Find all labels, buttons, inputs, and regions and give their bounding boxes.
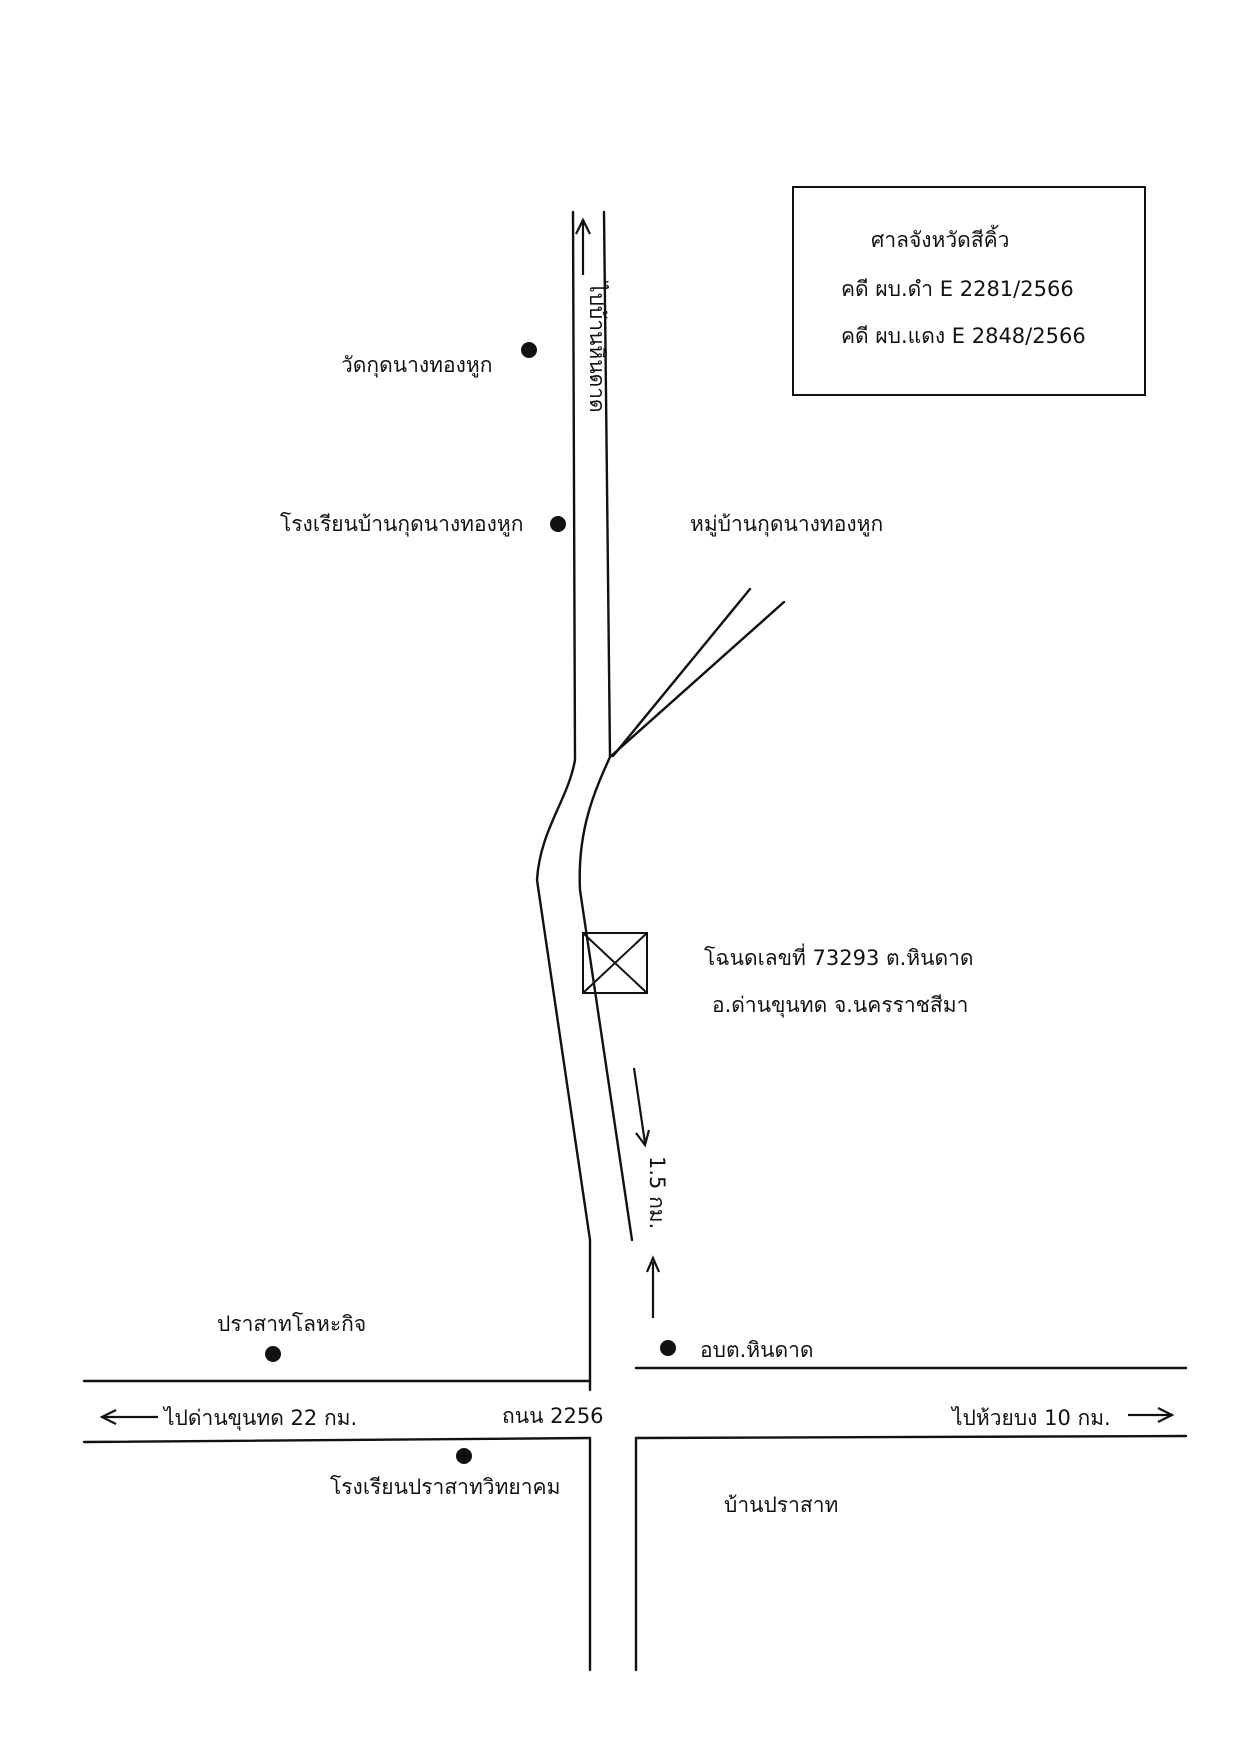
court-title: ศาลจังหวัดสีคิ้ว — [871, 225, 1009, 252]
north-direction: ไปบ้านหินดาด — [575, 217, 609, 413]
ban-prasat-label: บ้านปราสาท — [724, 1493, 838, 1517]
highway-number-label: ถนน 2256 — [502, 1404, 604, 1428]
east-direction-label: ไปห้วยบง 10 กม. — [950, 1406, 1111, 1430]
north-direction-label: ไปบ้านหินดาด — [585, 280, 609, 413]
temple-label: วัดกุดนางทองหูก — [341, 353, 492, 378]
school-south-label: โรงเรียนปราสาทวิทยาคม — [330, 1475, 560, 1499]
distance-marker: 1.5 กม. — [632, 1067, 669, 1318]
west-direction-label: ไปด่านขุนทด 22 กม. — [162, 1406, 357, 1431]
main-road — [535, 210, 638, 1672]
black-case-number: คดี ผบ.ดำ E 2281/2566 — [841, 277, 1074, 301]
land-plot-marker — [582, 932, 648, 994]
west-direction: ไปด่านขุนทด 22 กม. — [99, 1406, 357, 1431]
distance-arrow-down-head-icon — [635, 1129, 651, 1148]
plot-cross-b — [582, 932, 648, 994]
sao-label: อบต.หินดาด — [700, 1338, 814, 1362]
castle-label: ปราสาทโลหะกิจ — [217, 1312, 366, 1336]
school-north-marker-icon — [550, 516, 566, 532]
main-road-west-edge — [535, 210, 592, 1392]
plot-square — [582, 932, 648, 994]
distance-label: 1.5 กม. — [645, 1156, 669, 1229]
village-label: หมู่บ้านกุดนางทองหูก — [690, 512, 883, 537]
branch-road-north-edge — [611, 587, 752, 758]
school-north-label: โรงเรียนบ้านกุดนางทองหูก — [280, 512, 523, 537]
court-box-frame — [792, 186, 1146, 396]
north-arrow-head-icon — [575, 217, 591, 235]
east-direction: ไปห้วยบง 10 กม. — [950, 1406, 1175, 1430]
main-road-east-edge — [578, 210, 634, 1242]
highway-south-edge-east — [634, 1434, 1188, 1440]
east-arrow-head-icon — [1157, 1407, 1175, 1423]
highway-south-edge-west — [82, 1436, 592, 1444]
west-arrow-head-icon — [99, 1409, 117, 1425]
deed-label-line-1: โฉนดเลขที่ 73293 ต.หินดาด — [704, 943, 974, 970]
village-branch-road — [608, 587, 786, 759]
red-case-number: คดี ผบ.แดง E 2848/2566 — [841, 324, 1086, 348]
court-case-box: ศาลจังหวัดสีคิ้ว คดี ผบ.ดำ E 2281/2566 ค… — [792, 186, 1146, 396]
deed-label-line-2: อ.ด่านขุนทด จ.นครราชสีมา — [712, 993, 968, 1018]
branch-road-south-edge — [608, 600, 786, 759]
distance-arrow-up-head-icon — [645, 1255, 661, 1273]
sao-marker-icon — [660, 1340, 676, 1356]
castle-marker-icon — [265, 1346, 281, 1362]
distance-arrow-down-shaft — [632, 1067, 647, 1144]
highway-2256 — [82, 1366, 1188, 1444]
temple-marker-icon — [521, 342, 537, 358]
school-south-marker-icon — [456, 1448, 472, 1464]
